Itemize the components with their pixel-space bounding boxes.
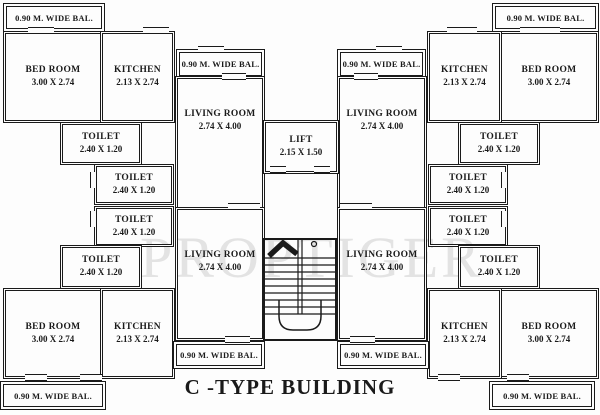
balcony-mid-top-left: 0.90 M. WIDE BAL. xyxy=(176,49,265,79)
staircase-icon xyxy=(263,238,337,341)
bedroom-bottom-right: BED ROOM 3.00 X 2.74 xyxy=(499,288,599,379)
kitchen-bottom-right: KITCHEN 2.13 X 2.74 xyxy=(427,288,502,379)
window-icon xyxy=(501,211,508,227)
room-label: LIVING ROOM 2.74 X 4.00 xyxy=(346,250,418,273)
living-room-top-left: LIVING ROOM 2.74 X 4.00 xyxy=(175,76,265,210)
window-icon xyxy=(143,27,169,34)
room-label: LIVING ROOM 2.74 X 4.00 xyxy=(184,250,256,273)
room-label: BED ROOM 3.00 X 2.74 xyxy=(521,65,577,88)
bedroom-bottom-left: BED ROOM 3.00 X 2.74 xyxy=(3,288,103,379)
room-label: TOILET 2.40 X 1.20 xyxy=(112,172,156,195)
toilet-top-left-2: TOILET 2.40 X 1.20 xyxy=(94,164,174,205)
toilet-bottom-right-1: TOILET 2.40 X 1.20 xyxy=(428,206,508,247)
room-label: KITCHEN 2.13 X 2.74 xyxy=(114,65,161,88)
balcony-mid-bottom-right: 0.90 M. WIDE BAL. xyxy=(337,341,429,369)
window-icon xyxy=(90,172,97,188)
lift-door-icon xyxy=(270,166,286,173)
balcony-label: 0.90 M. WIDE BAL. xyxy=(506,12,585,23)
room-label: LIVING ROOM 2.74 X 4.00 xyxy=(184,109,256,132)
bedroom-top-right: BED ROOM 3.00 X 2.74 xyxy=(499,31,599,123)
lift: LIFT 2.15 X 1.50 xyxy=(263,120,339,174)
toilet-top-right-2: TOILET 2.40 X 1.20 xyxy=(428,164,508,205)
balcony-top-left: 0.90 M. WIDE BAL. xyxy=(3,3,105,32)
living-room-bottom-right: LIVING ROOM 2.74 X 4.00 xyxy=(337,207,427,341)
window-icon xyxy=(80,374,102,381)
window-icon xyxy=(376,46,402,53)
window-icon xyxy=(507,374,529,381)
window-icon xyxy=(447,27,477,34)
living-room-top-right: LIVING ROOM 2.74 X 4.00 xyxy=(337,76,427,210)
bedroom-top-left: BED ROOM 3.00 X 2.74 xyxy=(3,31,103,123)
room-label: KITCHEN 2.13 X 2.74 xyxy=(441,65,488,88)
window-icon xyxy=(198,46,224,53)
toilet-top-right-1: TOILET 2.40 X 1.20 xyxy=(458,122,540,165)
window-icon xyxy=(28,27,54,34)
toilet-bottom-left-1: TOILET 2.40 X 1.20 xyxy=(94,206,174,247)
kitchen-top-left: KITCHEN 2.13 X 2.74 xyxy=(100,31,175,123)
room-label: BED ROOM 3.00 X 2.74 xyxy=(25,321,81,344)
balcony-label: 0.90 M. WIDE BAL. xyxy=(14,390,92,401)
lift-door-icon xyxy=(314,166,330,173)
window-icon xyxy=(520,27,560,34)
room-label: TOILET 2.40 X 1.20 xyxy=(79,131,123,154)
door-opening-icon xyxy=(228,203,260,210)
window-icon xyxy=(90,211,97,227)
room-label: TOILET 2.40 X 1.20 xyxy=(79,255,123,278)
room-label: KITCHEN 2.13 X 2.74 xyxy=(441,321,488,344)
toilet-bottom-left-2: TOILET 2.40 X 1.20 xyxy=(60,245,142,289)
balcony-label: 0.90 M. WIDE BAL. xyxy=(342,59,421,69)
living-room-bottom-left: LIVING ROOM 2.74 X 4.00 xyxy=(175,207,265,341)
room-label: TOILET 2.40 X 1.20 xyxy=(112,214,156,237)
balcony-bottom-right: 0.90 M. WIDE BAL. xyxy=(489,381,595,410)
room-label: TOILET 2.40 X 1.20 xyxy=(446,172,490,195)
toilet-bottom-right-2: TOILET 2.40 X 1.20 xyxy=(458,245,540,289)
balcony-mid-bottom-left: 0.90 M. WIDE BAL. xyxy=(173,341,265,369)
room-label: TOILET 2.40 X 1.20 xyxy=(477,131,521,154)
stair-direction-arrow-icon xyxy=(267,239,299,259)
toilet-top-left-1: TOILET 2.40 X 1.20 xyxy=(60,122,142,165)
kitchen-bottom-left: KITCHEN 2.13 X 2.74 xyxy=(100,288,175,379)
window-icon xyxy=(222,73,246,80)
room-label: TOILET 2.40 X 1.20 xyxy=(477,255,521,278)
balcony-label: 0.90 M. WIDE BAL. xyxy=(180,350,258,360)
window-icon xyxy=(501,172,508,188)
room-label: LIFT 2.15 X 1.50 xyxy=(279,135,323,158)
room-label: KITCHEN 2.13 X 2.74 xyxy=(114,321,161,344)
page-title: C -TYPE BUILDING xyxy=(184,375,396,399)
window-icon xyxy=(438,374,460,381)
room-label: LIVING ROOM 2.74 X 4.00 xyxy=(346,109,418,132)
balcony-mid-top-right: 0.90 M. WIDE BAL. xyxy=(337,49,426,79)
room-label: BED ROOM 3.00 X 2.74 xyxy=(25,65,81,88)
room-label: TOILET 2.40 X 1.20 xyxy=(446,214,490,237)
door-opening-icon xyxy=(340,203,372,210)
window-icon xyxy=(225,336,250,343)
stair-turn-curve-icon xyxy=(278,300,322,331)
balcony-label: 0.90 M. WIDE BAL. xyxy=(181,59,260,69)
balcony-label: 0.90 M. WIDE BAL. xyxy=(15,12,93,23)
window-icon xyxy=(25,374,47,381)
balcony-bottom-left: 0.90 M. WIDE BAL. xyxy=(0,381,106,410)
window-icon xyxy=(354,73,378,80)
room-label: BED ROOM 3.00 X 2.74 xyxy=(521,321,577,344)
handrail-post-icon xyxy=(310,240,318,248)
kitchen-top-right: KITCHEN 2.13 X 2.74 xyxy=(427,31,502,123)
window-icon xyxy=(350,336,375,343)
balcony-label: 0.90 M. WIDE BAL. xyxy=(344,350,422,360)
balcony-label: 0.90 M. WIDE BAL. xyxy=(503,390,581,401)
